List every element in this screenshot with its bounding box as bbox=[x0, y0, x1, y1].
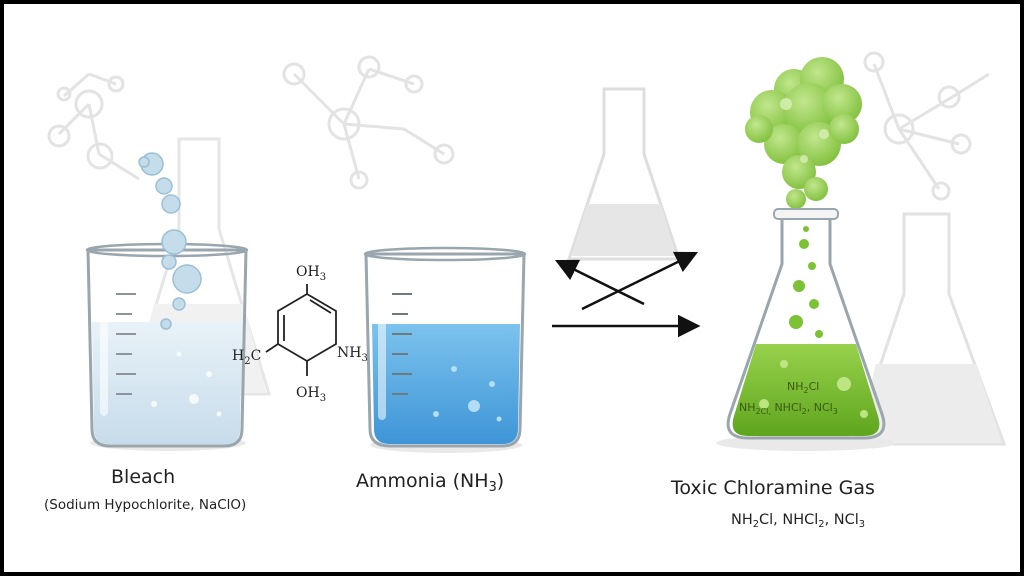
flask-formula-top: NH2Cl bbox=[787, 380, 819, 395]
toxic-gas-label: Toxic Chloramine Gas bbox=[671, 477, 875, 499]
molecule-right-label: NH3 bbox=[337, 345, 368, 364]
illustration: OH3 OH3 H2C NH3 bbox=[47, 51, 1007, 453]
flask-formula-row: NH2Cl, NHCl2, NCl3 bbox=[739, 401, 838, 416]
reaction-arrows bbox=[552, 251, 701, 338]
ammonia-beaker bbox=[363, 246, 527, 453]
ammonia-label: Ammonia (NH3) bbox=[356, 470, 505, 495]
toxic-gas-formulas: NH2Cl, NHCl2, NCl3 bbox=[731, 512, 866, 530]
molecule-bottom-label: OH3 bbox=[296, 385, 326, 404]
bleach-subtitle: (Sodium Hypochlorite, NaClO) bbox=[44, 497, 247, 513]
molecule-structure bbox=[265, 284, 337, 376]
background-flask-right bbox=[851, 212, 1007, 446]
background-molecule-left bbox=[47, 72, 140, 181]
bleach-label: Bleach bbox=[111, 466, 176, 488]
toxic-gas-cloud bbox=[745, 57, 862, 209]
background-molecule-right bbox=[863, 51, 990, 201]
background-flask-center bbox=[566, 87, 682, 261]
bleach-beaker bbox=[85, 242, 249, 451]
molecule-left-label: H2C bbox=[232, 348, 261, 367]
diagram-canvas: OH3 OH3 H2C NH3 bbox=[4, 4, 1020, 572]
toxic-gas-flask bbox=[716, 208, 896, 451]
bleach-bubbles bbox=[138, 152, 202, 330]
background-molecule-center bbox=[282, 55, 455, 190]
molecule-top-label: OH3 bbox=[296, 264, 326, 283]
